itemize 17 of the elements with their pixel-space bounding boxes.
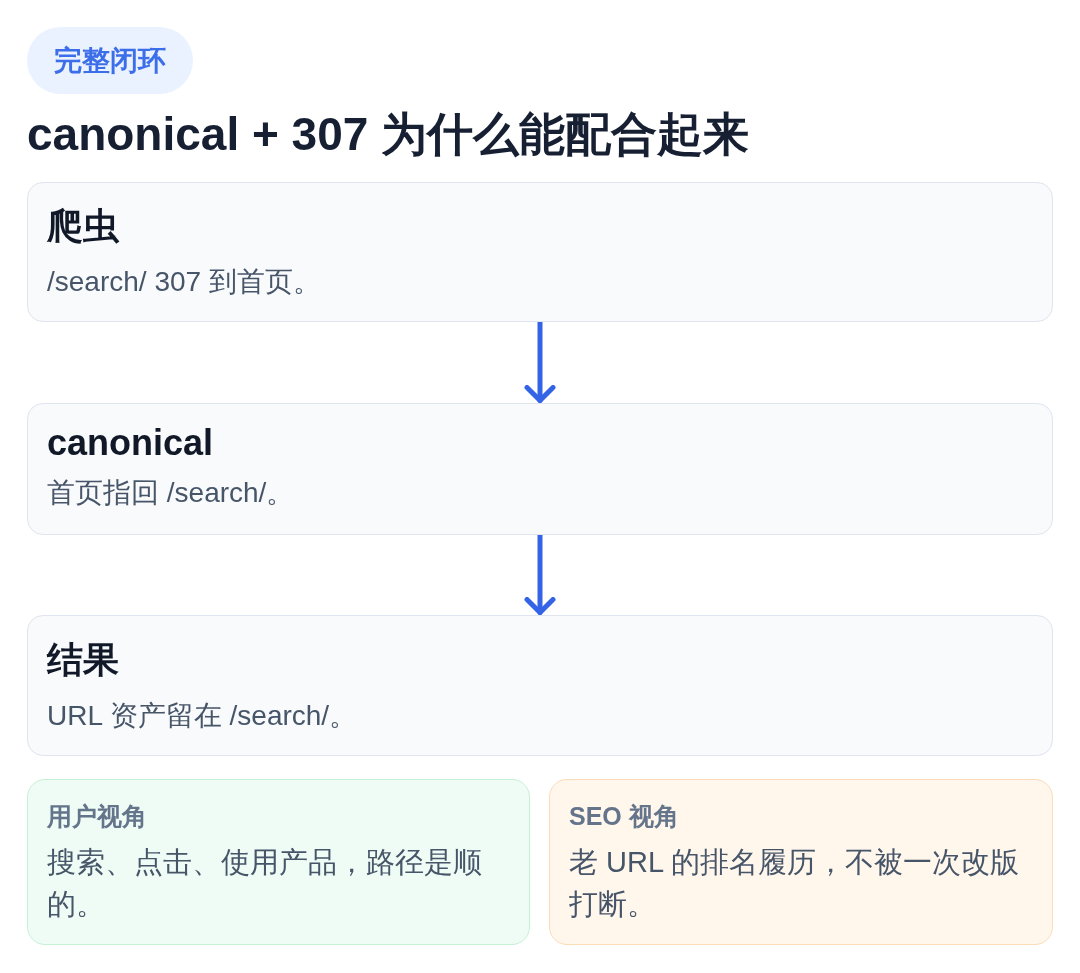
process-step-card: [27, 182, 1053, 322]
process-step-card: [27, 403, 1053, 535]
card-heading: canonical: [47, 421, 215, 465]
card-heading: 用户视角: [47, 801, 148, 832]
card-text: /search/ 307 到首页。: [47, 264, 322, 299]
info-card: [27, 779, 530, 945]
process-step-card: [27, 615, 1053, 756]
tag-label: 完整闭环: [53, 44, 167, 78]
card-text: 搜索、点击、使用产品，路径是顺的。: [47, 844, 483, 922]
card-text: 老 URL 的排名履历，不被一次改版打断。: [569, 844, 1021, 922]
card-heading: 爬虫: [47, 204, 120, 248]
card-heading: SEO 视角: [569, 801, 680, 832]
card-text: URL 资产留在 /search/。: [47, 698, 359, 733]
card-text: 首页指回 /search/。: [47, 475, 296, 510]
card-heading: 结果: [47, 638, 120, 682]
info-card: [549, 779, 1053, 945]
page-title: canonical + 307 为什么能配合起来: [27, 107, 750, 162]
